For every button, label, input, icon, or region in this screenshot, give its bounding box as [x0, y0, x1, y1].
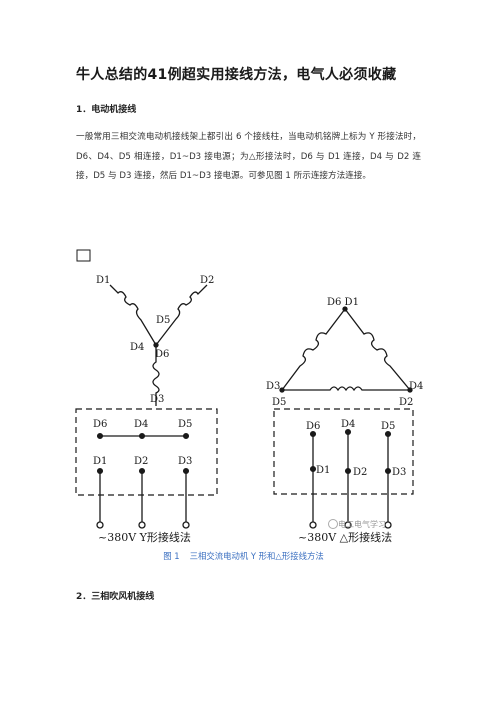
figure-marker-box	[76, 249, 91, 262]
y-box-top-a: D6	[93, 419, 107, 430]
figure-caption-number: 图 1	[163, 551, 180, 561]
label-y-d1: D1	[96, 275, 110, 286]
delta-box-bottom-a: D1	[316, 465, 330, 476]
section-heading-blower: 2．三相吹风机接线	[76, 592, 155, 602]
page-title: 牛人总结的41例超实用接线方法，电气人必须收藏	[76, 67, 397, 83]
label-delta-d5: D5	[272, 397, 286, 408]
label-y-d2: D2	[200, 275, 214, 286]
label-y-d6: D6	[155, 349, 169, 360]
label-delta-d3: D3	[266, 381, 280, 392]
watermark-text: 电工电气学习	[338, 520, 386, 529]
y-box-top-c: D5	[178, 419, 192, 430]
section-heading-motor: 1．电动机接线	[76, 105, 137, 115]
label-delta-d4: D4	[409, 381, 423, 392]
label-delta-top: D6 D1	[327, 297, 359, 308]
delta-connection-diagram	[273, 306, 414, 529]
label-y-d4: D4	[130, 342, 144, 353]
label-y-d5: D5	[156, 315, 170, 326]
delta-box-bottom-b: D2	[353, 467, 367, 478]
label-y-d3: D3	[150, 394, 164, 405]
delta-box-top-a: D6	[306, 421, 320, 432]
y-connection-diagram	[75, 284, 218, 529]
y-wiring-caption: ~380V Y形接线法	[98, 530, 191, 544]
watermark-icon	[328, 519, 338, 529]
body-paragraph: 一般常用三相交流电动机接线架上都引出 6 个接线柱，当电动机铭牌上标为 Y 形接…	[76, 132, 421, 182]
delta-box-bottom-c: D3	[392, 467, 406, 478]
figure-caption: 图 1 三相交流电动机 Y 形和△形接线方法	[76, 550, 421, 562]
label-delta-d2: D2	[399, 397, 413, 408]
y-box-bottom-b: D2	[134, 456, 148, 467]
delta-wiring-caption: ~380V △形接线法	[298, 530, 392, 544]
y-box-bottom-a: D1	[93, 456, 107, 467]
figure-caption-text: 三相交流电动机 Y 形和△形接线方法	[189, 551, 324, 561]
delta-box-top-c: D5	[381, 421, 395, 432]
delta-box-top-b: D4	[341, 419, 355, 430]
y-box-top-b: D4	[134, 419, 148, 430]
y-box-bottom-c: D3	[178, 456, 192, 467]
